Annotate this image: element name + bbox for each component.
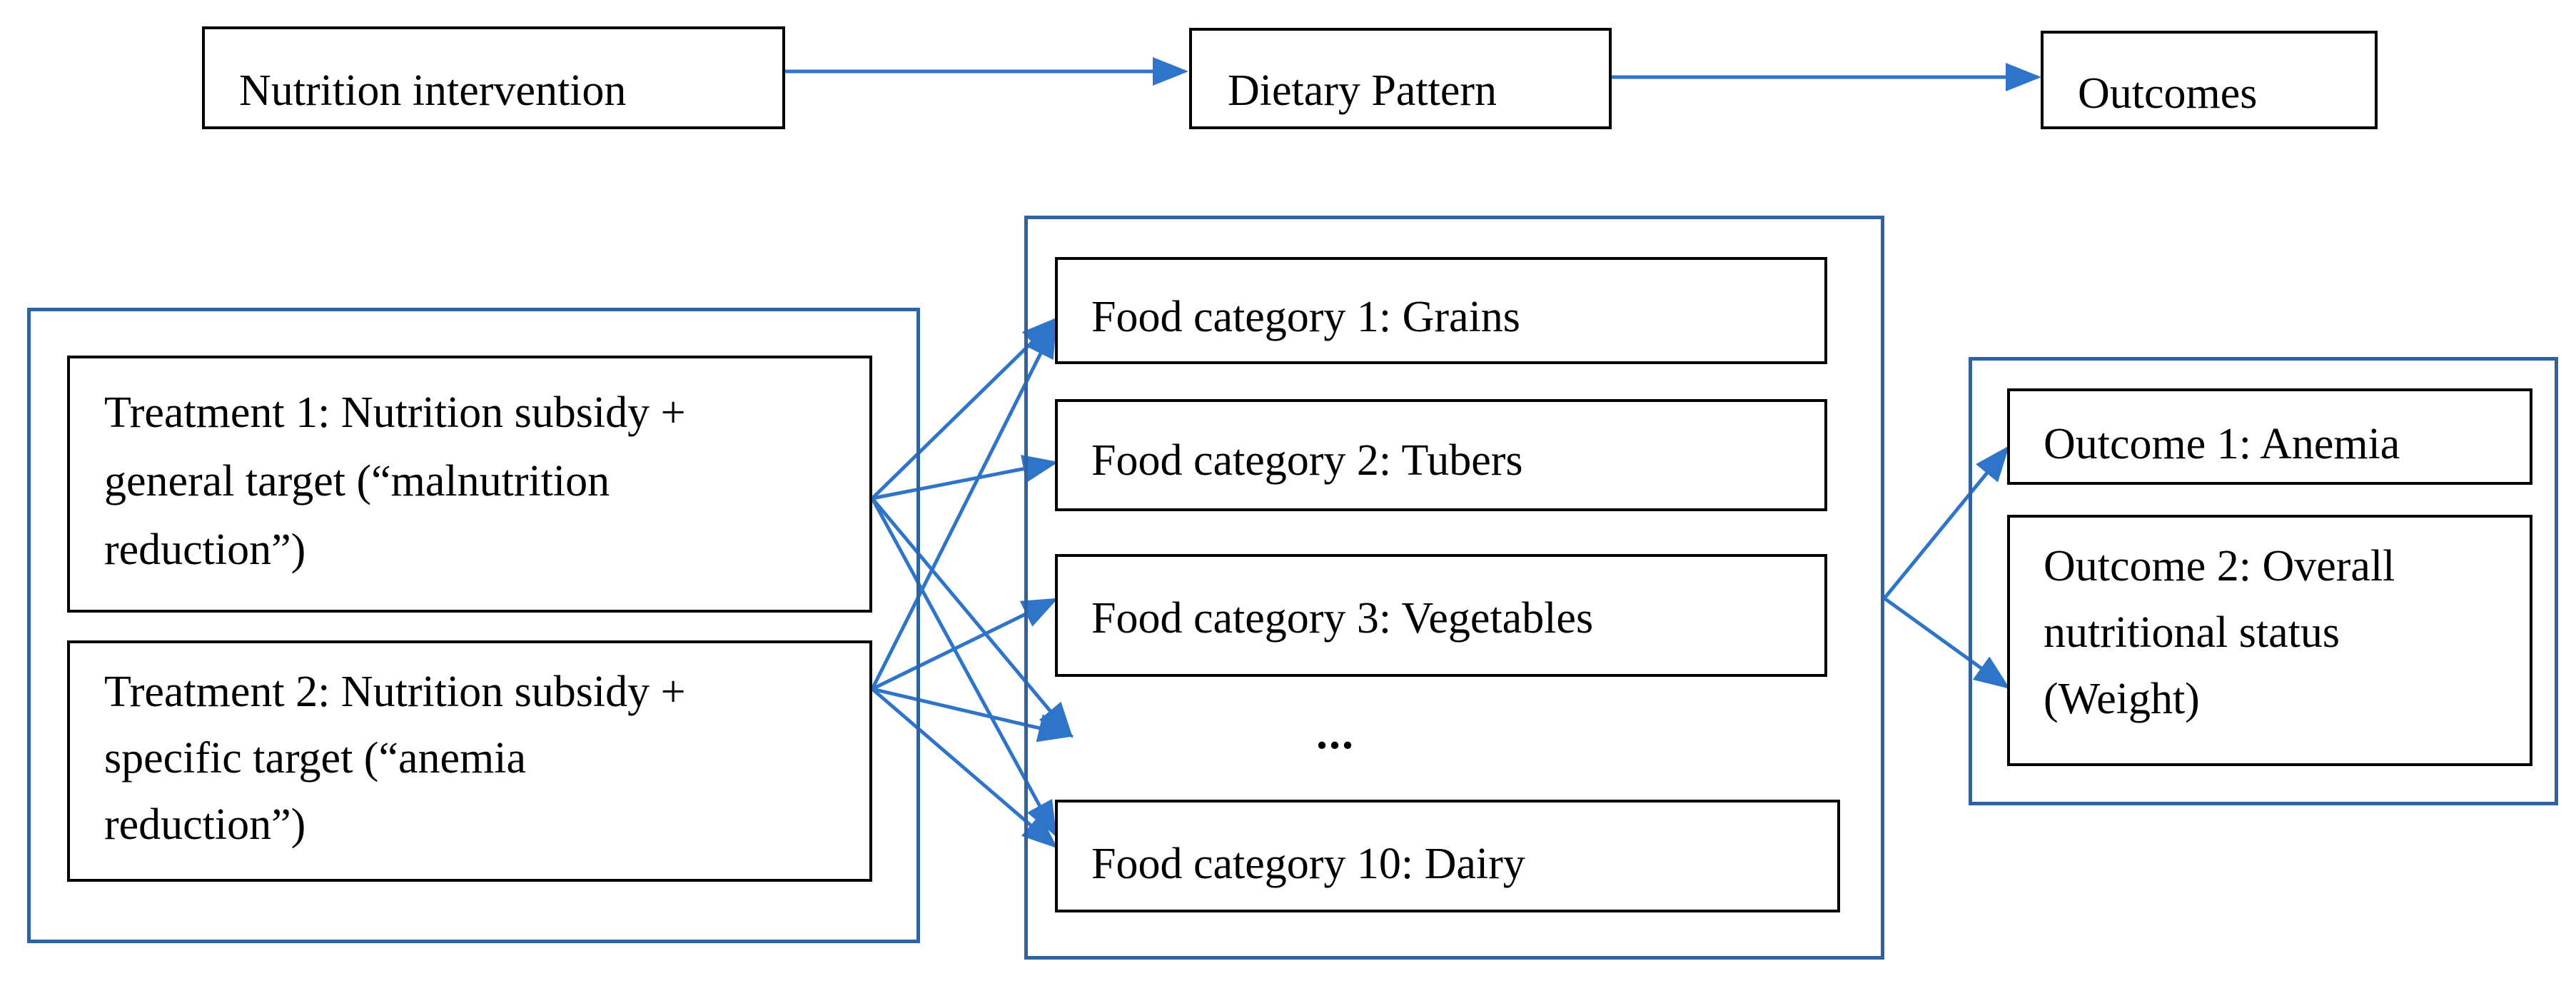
outcomes-header-label: Outcomes	[2078, 69, 2258, 118]
nutrition-intervention-box: Nutrition intervention	[202, 26, 785, 129]
food-category-10-box: Food category 10: Dairy	[1055, 800, 1840, 912]
food-category-2-box: Food category 2: Tubers	[1055, 399, 1827, 511]
treatment-1-line-3: reduction”)	[104, 525, 306, 575]
food-category-3-label: Food category 3: Vegetables	[1091, 594, 1594, 643]
treatment-2-box: Treatment 2: Nutrition subsidy + specifi…	[67, 640, 872, 882]
outcomes-group	[1969, 357, 2558, 805]
outcome-2-line-3: (Weight)	[2044, 675, 2200, 723]
treatment-1-line-1: Treatment 1: Nutrition subsidy +	[104, 388, 686, 437]
food-category-3-box: Food category 3: Vegetables	[1055, 554, 1827, 677]
outcome-1-box: Outcome 1: Anemia	[2007, 388, 2532, 485]
arrow-t2-to-ellipsis	[872, 687, 1074, 743]
outcome-2-box: Outcome 2: Overall nutritional status (W…	[2007, 515, 2532, 766]
more-categories-ellipsis: ...	[1316, 708, 1355, 758]
food-category-1-box: Food category 1: Grains	[1055, 257, 1827, 364]
outcomes-header-box: Outcomes	[2041, 31, 2378, 129]
dietary-pattern-box: Dietary Pattern	[1189, 28, 1612, 129]
food-category-10-label: Food category 10: Dairy	[1091, 840, 1525, 888]
treatment-2-line-3: reduction”)	[104, 800, 306, 849]
arrow-t1-to-ellipsis	[871, 497, 1074, 738]
outcome-1-label: Outcome 1: Anemia	[2044, 420, 2400, 468]
treatment-group	[27, 308, 920, 943]
treatment-2-line-2: specific target (“anemia	[104, 734, 526, 783]
dietary-pattern-label: Dietary Pattern	[1228, 66, 1497, 115]
dietary-pattern-group	[1024, 216, 1884, 960]
outcome-2-line-1: Outcome 2: Overall	[2044, 542, 2395, 590]
treatment-1-line-2: general target (“malnutrition	[104, 457, 610, 506]
nutrition-intervention-label: Nutrition intervention	[239, 66, 627, 115]
food-category-2-label: Food category 2: Tubers	[1091, 436, 1523, 485]
outcome-2-line-2: nutritional status	[2044, 608, 2340, 657]
treatment-1-box: Treatment 1: Nutrition subsidy + general…	[67, 356, 872, 613]
food-category-1-label: Food category 1: Grains	[1091, 293, 1520, 341]
arrow-diet-to-outcome1	[1883, 446, 2010, 600]
treatment-2-line-1: Treatment 2: Nutrition subsidy +	[104, 668, 686, 716]
arrow-diet-to-outcome2	[1883, 596, 2011, 689]
